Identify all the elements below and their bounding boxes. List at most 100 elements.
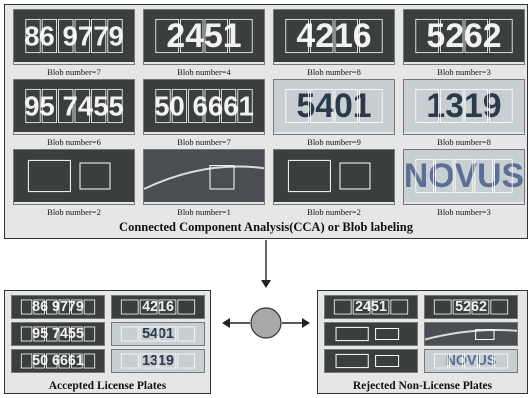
cca-image — [143, 149, 265, 205]
plate-thumbnail: 50 6661 — [11, 349, 105, 373]
plate-background — [144, 80, 264, 132]
plate-image — [325, 323, 417, 345]
plate-thumbnail — [424, 322, 518, 346]
plate-thumbnail: 86 9779 — [11, 295, 105, 319]
blob-count-label: Blob number=8 — [307, 67, 361, 77]
cca-cell: Blob number=1 — [143, 149, 265, 217]
plate-thumbnail — [324, 349, 418, 373]
blob-box — [371, 299, 390, 315]
cca-title: Connected Component Analysis(CCA) or Blo… — [119, 220, 413, 234]
plate-image — [144, 150, 264, 202]
blob-box — [489, 18, 513, 54]
blob-box — [107, 18, 123, 54]
blob-count-label: Blob number=1 — [177, 207, 231, 217]
plate-image: 5401 — [274, 80, 394, 132]
plate-text: 86 9779 — [24, 21, 124, 52]
plate-background — [144, 10, 264, 62]
cca-image: 1319 — [403, 79, 525, 135]
blob-box — [471, 299, 490, 315]
cca-cell: Blob number=2 — [13, 149, 135, 217]
plate-image: 50 6661 — [144, 80, 264, 132]
blob-count-label: Blob number=7 — [177, 137, 231, 147]
blob-box — [390, 299, 409, 315]
plate-background — [112, 296, 204, 318]
blob-box — [229, 18, 253, 54]
blob-box — [58, 353, 70, 369]
plate-background — [325, 296, 417, 318]
plate-text: 2451 — [355, 299, 387, 315]
cca-image: 86 9779 — [13, 9, 135, 65]
blob-box — [454, 158, 474, 194]
blob-box — [27, 159, 71, 193]
car-body-curve — [144, 165, 264, 190]
blob-box — [352, 299, 371, 315]
plate-image: 95 7455 — [14, 80, 134, 132]
cca-image: 5262 — [403, 9, 525, 65]
plate-text: 95 7455 — [32, 326, 84, 342]
blob-box — [139, 299, 158, 315]
cca-image — [273, 149, 395, 205]
plate-background — [404, 80, 524, 132]
blob-box — [46, 326, 58, 342]
blob-box — [71, 299, 83, 315]
blob-box — [339, 162, 371, 190]
blob-box — [20, 299, 33, 315]
blob-box — [120, 326, 139, 342]
blob-count-label: Blob number=3 — [437, 67, 491, 77]
plate-background — [12, 350, 104, 372]
plate-background — [14, 80, 134, 132]
blob-box — [204, 88, 220, 124]
blob-box — [107, 88, 123, 124]
blob-box — [20, 353, 33, 369]
plate-image: NOVUS — [404, 150, 524, 202]
car-body-curve — [425, 328, 517, 341]
plate-text: 1319 — [142, 353, 174, 369]
blob-box — [158, 326, 177, 342]
blob-box — [359, 88, 383, 124]
plate-background — [12, 323, 104, 345]
blob-box — [58, 326, 70, 342]
blob-box — [310, 88, 334, 124]
blob-box — [58, 88, 74, 124]
blob-count-label: Blob number=9 — [307, 137, 361, 147]
blob-box — [180, 18, 204, 54]
plate-background — [274, 150, 394, 202]
blob-box — [490, 299, 509, 315]
plate-image: 1319 — [404, 80, 524, 132]
blob-box — [79, 162, 111, 190]
blob-box — [237, 88, 253, 124]
cca-image: 4216 — [273, 9, 395, 65]
plate-text: 5401 — [142, 326, 174, 342]
blob-box — [334, 88, 359, 124]
plate-background — [274, 80, 394, 132]
plate-background — [425, 323, 517, 345]
plate-thumbnail: 1319 — [111, 349, 205, 373]
blob-box — [58, 18, 74, 54]
blob-box — [494, 158, 513, 194]
blob-box — [415, 18, 439, 54]
plate-background — [144, 150, 264, 202]
blob-box — [285, 88, 309, 124]
plate-thumbnail: 95 7455 — [11, 322, 105, 346]
blob-box — [83, 353, 96, 369]
blob-box — [435, 158, 454, 194]
blob-box — [155, 18, 179, 54]
plate-text: 95 7455 — [24, 91, 124, 122]
blob-box — [494, 353, 509, 369]
plate-text: 50 6661 — [32, 353, 84, 369]
blob-box — [74, 18, 90, 54]
blob-box — [452, 299, 471, 315]
decision-node — [250, 307, 282, 339]
blob-box — [91, 18, 107, 54]
plate-thumbnail: 2451 — [324, 295, 418, 319]
blob-box — [71, 326, 83, 342]
cca-image: 50 6661 — [143, 79, 265, 135]
plate-thumbnail — [324, 322, 418, 346]
plate-background — [425, 350, 517, 372]
cca-image — [13, 149, 135, 205]
blob-box — [464, 18, 489, 54]
